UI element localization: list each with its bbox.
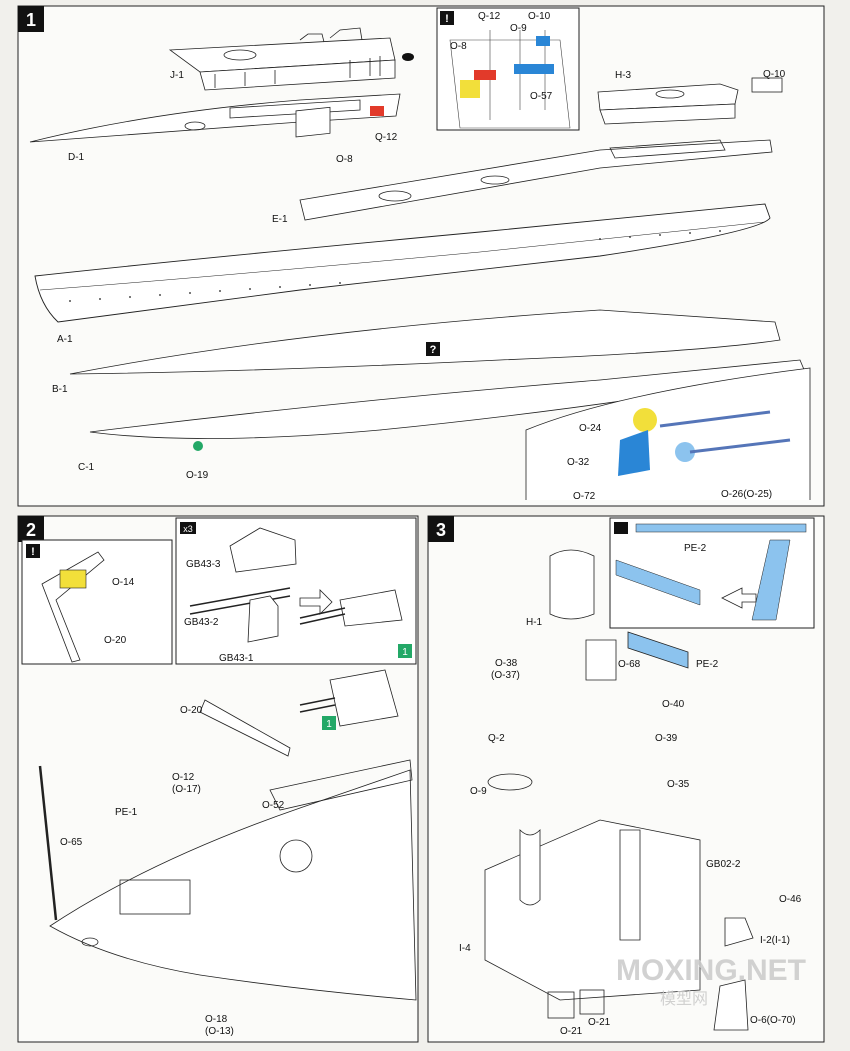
svg-text:?: ? [430, 344, 437, 356]
step2-number: 2 [26, 520, 36, 540]
label-o19: O-19 [186, 470, 209, 481]
label-o8: O-8 [336, 154, 353, 165]
watermark-brand: MOXING.NET [616, 954, 806, 987]
step3-badge: 3 [428, 516, 454, 542]
label-o40: O-40 [662, 699, 685, 710]
label-gb022: GB02-2 [706, 859, 741, 870]
label-o39: O-39 [655, 733, 678, 744]
part-o8 [295, 106, 331, 138]
label-o46: O-46 [779, 894, 802, 905]
label-q2: Q-2 [488, 733, 505, 744]
label-a1: A-1 [57, 334, 73, 345]
watermark-sub: 模型网 [660, 990, 708, 1008]
step2-inset: ! O-14 O-20 [21, 539, 173, 665]
label-o18: O-18 [205, 1014, 228, 1025]
label-o38: O-38 [495, 658, 518, 669]
inset-label-o14: O-14 [112, 577, 135, 588]
label-b1: B-1 [52, 384, 68, 395]
part-j1-marker [402, 53, 414, 61]
bow-deck [49, 759, 417, 1001]
bridge-assembly [484, 549, 754, 1031]
part-o65-mast [38, 765, 58, 921]
label-o13: (O-13) [205, 1026, 234, 1037]
label-d1: D-1 [68, 152, 85, 163]
step2-badge: 2 [18, 516, 44, 542]
step1-badge: 1 [18, 6, 44, 32]
inset-label-o10: O-10 [528, 11, 551, 22]
step3-inset: PE-2 [609, 517, 815, 629]
label-o20: O-20 [180, 705, 203, 716]
label-c1: C-1 [78, 462, 95, 473]
label-o21a: O-21 [560, 1026, 583, 1037]
part-e1 [299, 139, 773, 221]
label-q12: Q-12 [375, 132, 398, 143]
label-o35: O-35 [667, 779, 690, 790]
part-h3 [597, 83, 739, 125]
label-h1: H-1 [526, 617, 543, 628]
deck-ref: 1 [326, 719, 332, 730]
label-o24: O-24 [579, 423, 602, 434]
turret-on-deck [299, 669, 399, 727]
label-o52: O-52 [262, 800, 285, 811]
inset-label-pe2: PE-2 [684, 543, 707, 554]
label-o32: O-32 [567, 457, 590, 468]
label-pe1: PE-1 [115, 807, 138, 818]
label-q10: Q-10 [763, 69, 786, 80]
help-icon [426, 342, 440, 356]
turret-multiplier: x3 [183, 524, 193, 534]
turret-ref: 1 [402, 647, 408, 658]
inset-label-o20: O-20 [104, 635, 127, 646]
part-q10 [751, 77, 783, 93]
label-j1: J-1 [170, 70, 184, 81]
part-d1 [29, 93, 401, 143]
o19-green-part [193, 441, 203, 451]
inset-label-o57: O-57 [530, 91, 553, 102]
part-b1 [69, 309, 781, 375]
label-e1: E-1 [272, 214, 288, 225]
part-a1 [34, 203, 771, 323]
label-gb433: GB43-3 [186, 559, 221, 570]
svg-text:!: ! [445, 13, 449, 25]
step1-number: 1 [26, 10, 36, 30]
turret-inset: x3 1 GB43-3 GB43-2 GB43-1 [175, 517, 417, 665]
inset-label-o8: O-8 [450, 41, 467, 52]
label-o6: O-6(O-70) [750, 1015, 796, 1026]
inset-label-o9: O-9 [510, 23, 527, 34]
step3-number: 3 [436, 520, 446, 540]
label-o65: O-65 [60, 837, 83, 848]
label-pe2: PE-2 [696, 659, 719, 670]
label-o72: O-72 [573, 491, 596, 502]
label-h3: H-3 [615, 70, 632, 81]
label-i2: I-2(I-1) [760, 935, 790, 946]
part-j1 [168, 27, 396, 91]
label-i4: I-4 [459, 943, 471, 954]
label-o21b: O-21 [588, 1017, 611, 1028]
svg-text:!: ! [31, 546, 35, 558]
label-gb432: GB43-2 [184, 617, 219, 628]
propeller-detail: O-24 O-32 O-72 O-26(O-25) [525, 367, 811, 502]
label-o9: O-9 [470, 786, 487, 797]
part-o20-ladder [199, 699, 291, 757]
step1-inset: ! Q-12 O-10 O-9 O-8 O-57 [436, 7, 580, 131]
deck-ref-badge [322, 716, 336, 730]
label-o12: O-12 [172, 772, 195, 783]
label-o17: (O-17) [172, 784, 201, 795]
label-o37: (O-37) [491, 670, 520, 681]
inset-label-q12: Q-12 [478, 11, 501, 22]
label-gb431: GB43-1 [219, 653, 254, 664]
label-o68: O-68 [618, 659, 641, 670]
label-o26: O-26(O-25) [721, 489, 772, 500]
q12-red-part [370, 106, 384, 116]
